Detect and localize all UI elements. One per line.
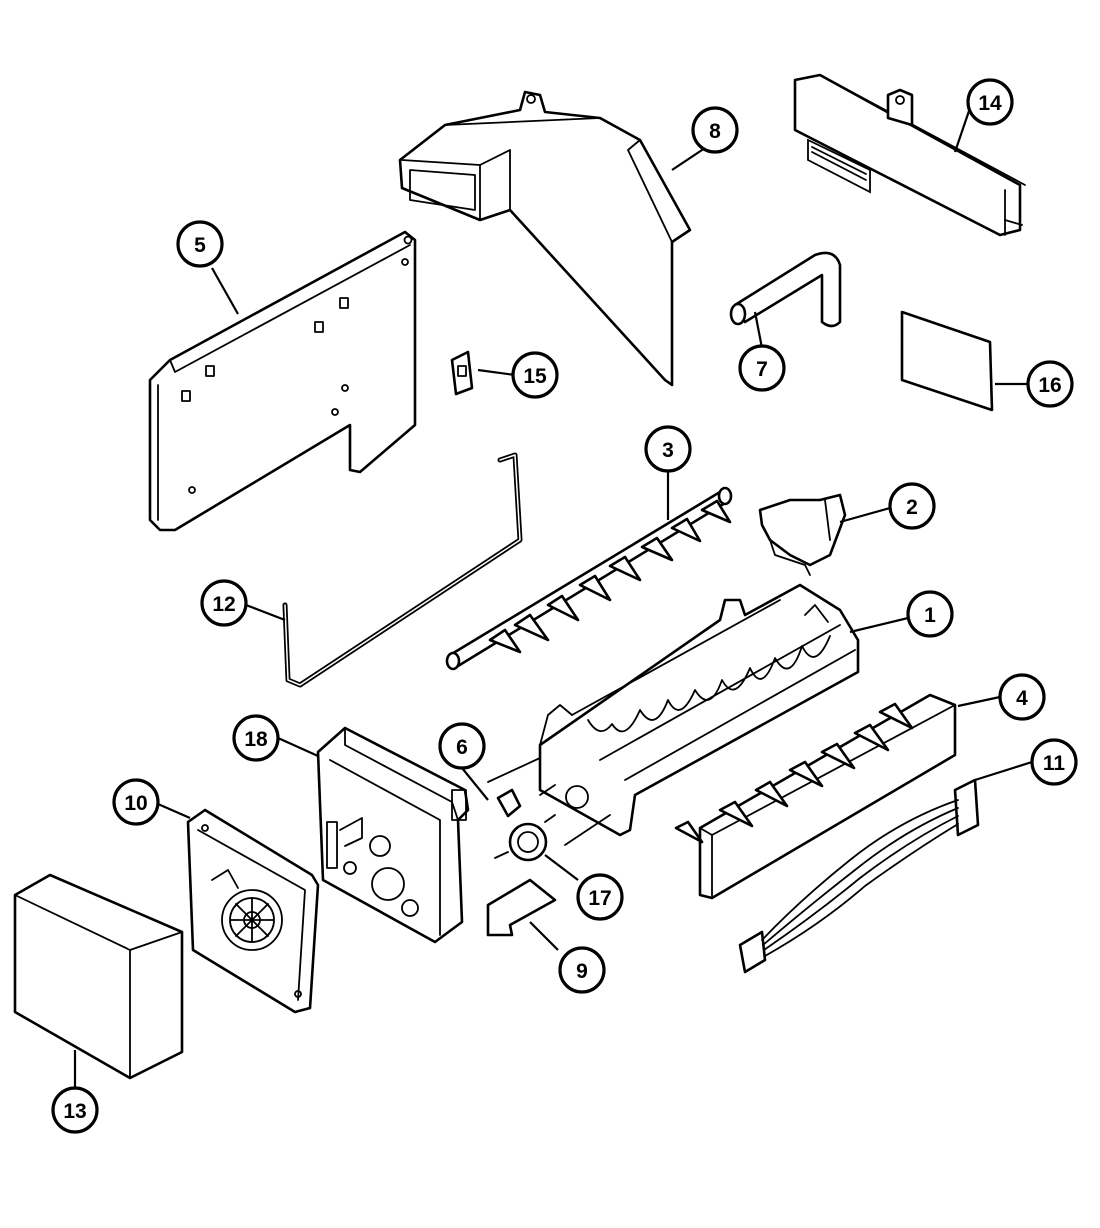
- part-3-ejector: [445, 486, 733, 671]
- part-9-shield: [486, 878, 557, 937]
- svg-text:17: 17: [588, 887, 611, 910]
- callout-11: 11: [1030, 738, 1078, 786]
- svg-text:14: 14: [978, 92, 1002, 115]
- svg-text:3: 3: [662, 439, 674, 462]
- svg-text:13: 13: [63, 1100, 86, 1123]
- part-8-fill-duct: [398, 90, 692, 387]
- callout-17: 17: [576, 873, 624, 921]
- leader-lines: [73, 107, 1033, 1090]
- svg-text:11: 11: [1043, 752, 1066, 775]
- part-10-cover-plate: [186, 808, 320, 1014]
- callout-15: 15: [511, 351, 559, 399]
- part-16-label: [900, 310, 994, 412]
- svg-text:8: 8: [709, 120, 721, 143]
- part-13-box-cover: [13, 873, 184, 1080]
- part-1-ice-mold: [538, 583, 860, 837]
- part-2-stop-bracket: [758, 493, 847, 576]
- svg-text:2: 2: [906, 496, 918, 519]
- callout-2: 2: [888, 482, 936, 530]
- callout-16: 16: [1026, 360, 1074, 408]
- svg-text:10: 10: [124, 792, 147, 815]
- callout-10: 10: [112, 778, 160, 826]
- part-18-control-housing: [316, 726, 470, 944]
- svg-text:16: 16: [1038, 374, 1061, 397]
- callout-9: 9: [558, 946, 606, 994]
- callout-1: 1: [906, 590, 954, 638]
- svg-text:12: 12: [212, 593, 235, 616]
- svg-text:15: 15: [523, 365, 547, 388]
- part-15-switch: [450, 350, 474, 396]
- svg-text:5: 5: [194, 234, 206, 257]
- part-12-heater-wire: [282, 452, 523, 688]
- callout-8: 8: [691, 106, 739, 154]
- svg-text:1: 1: [924, 604, 936, 627]
- svg-text:4: 4: [1016, 687, 1028, 710]
- callout-4: 4: [998, 673, 1046, 721]
- svg-text:18: 18: [244, 728, 268, 751]
- part-4-stripper: [674, 693, 957, 900]
- svg-text:9: 9: [576, 960, 588, 983]
- part-17-thermostat: [494, 784, 611, 862]
- part-14-cover: [793, 73, 1026, 237]
- callout-7: 7: [738, 344, 786, 392]
- part-5-mounting-plate: [148, 230, 417, 532]
- callout-14: 14: [966, 78, 1014, 126]
- callout-6: 6: [438, 722, 486, 770]
- callout-13: 13: [51, 1086, 99, 1134]
- part-7-tube: [729, 251, 842, 328]
- part-11-wire-harness: [738, 778, 980, 974]
- callout-3: 3: [644, 425, 692, 473]
- callout-18: 18: [232, 714, 280, 762]
- callout-12: 12: [200, 579, 248, 627]
- part-6-thermostat-clip: [487, 757, 541, 818]
- svg-text:7: 7: [756, 358, 768, 381]
- svg-text:6: 6: [456, 736, 468, 759]
- callout-5: 5: [176, 220, 224, 268]
